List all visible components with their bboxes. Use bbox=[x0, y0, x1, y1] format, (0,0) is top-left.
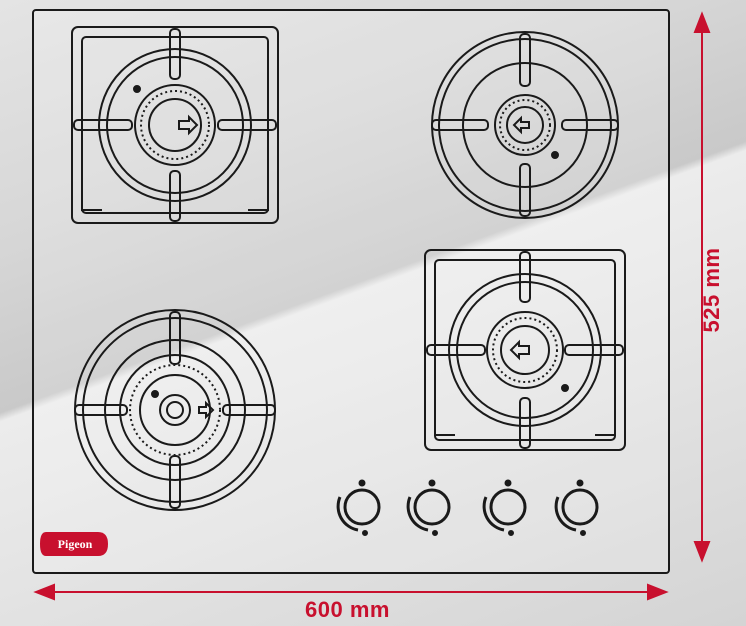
burner-cap-inner bbox=[159, 394, 191, 426]
support-top bbox=[169, 311, 181, 365]
height-dimension-arrow bbox=[693, 11, 711, 563]
burner-cap-outer bbox=[494, 94, 556, 156]
support-left bbox=[74, 404, 128, 416]
arrow-icon bbox=[198, 400, 215, 420]
support-right bbox=[217, 119, 277, 131]
control-knob-3[interactable] bbox=[482, 479, 527, 536]
burner-ring-outer bbox=[98, 48, 252, 202]
ignition-dot bbox=[133, 85, 141, 93]
arrow-icon bbox=[178, 114, 199, 136]
grate-inner bbox=[82, 317, 268, 503]
grate-foot-right bbox=[595, 405, 616, 436]
arrow-icon bbox=[509, 339, 530, 361]
burner-cap-dots bbox=[140, 90, 210, 160]
grate-outer bbox=[424, 249, 626, 451]
grate-inner bbox=[81, 36, 269, 214]
support-bottom bbox=[519, 397, 531, 449]
control-knob-4[interactable] bbox=[554, 479, 599, 536]
grate-outer bbox=[71, 26, 279, 224]
grate-inner bbox=[438, 38, 612, 212]
burner-ring-mid bbox=[106, 56, 244, 194]
support-top bbox=[519, 33, 531, 87]
grate-foot-left bbox=[434, 405, 455, 436]
ignition-dot bbox=[551, 151, 559, 159]
grate-inner bbox=[434, 259, 616, 441]
burner-cap-dots bbox=[492, 317, 558, 383]
burner-top-left bbox=[71, 26, 279, 224]
burner-cap-outer bbox=[139, 374, 211, 446]
burner-ring-outer bbox=[104, 339, 246, 481]
ignition-dot bbox=[151, 390, 159, 398]
support-bottom bbox=[169, 455, 181, 509]
support-left bbox=[73, 119, 133, 131]
burner-cap-outer bbox=[486, 311, 564, 389]
support-bottom bbox=[519, 163, 531, 217]
support-right bbox=[561, 119, 619, 131]
support-left bbox=[431, 119, 489, 131]
brand-logo-badge bbox=[40, 532, 108, 556]
arrow-icon bbox=[512, 115, 530, 135]
burner-cap-inner bbox=[500, 325, 550, 375]
control-knob-1[interactable] bbox=[336, 479, 381, 536]
burner-bottom-right bbox=[424, 249, 626, 451]
burner-cap-inner bbox=[148, 98, 202, 152]
burner-bottom-left bbox=[74, 309, 276, 511]
ignition-dot bbox=[561, 384, 569, 392]
support-top bbox=[519, 251, 531, 303]
width-dimension-label: 600 mm bbox=[305, 597, 390, 622]
brand-logo-text: Pigeon bbox=[57, 537, 93, 551]
support-bottom bbox=[169, 170, 181, 222]
support-top bbox=[169, 28, 181, 80]
support-right bbox=[222, 404, 276, 416]
control-knob-2[interactable] bbox=[406, 479, 451, 536]
support-right bbox=[564, 344, 624, 356]
burner-cap-outer bbox=[134, 84, 216, 166]
burner-ring-mid bbox=[119, 354, 231, 466]
burner-ring-outer bbox=[448, 273, 602, 427]
burner-center bbox=[166, 401, 184, 419]
height-dimension-label: 525 mm bbox=[699, 247, 724, 333]
burner-cap-inner bbox=[506, 106, 544, 144]
width-dimension-arrow bbox=[33, 583, 669, 601]
support-left bbox=[426, 344, 486, 356]
grate-foot-left bbox=[81, 180, 102, 211]
burner-ring-mid bbox=[456, 281, 594, 419]
burner-cap-dots bbox=[499, 99, 551, 151]
grate-foot-right bbox=[248, 180, 269, 211]
knob-row bbox=[336, 479, 599, 536]
burner-top-right bbox=[431, 31, 619, 219]
burner-ring bbox=[462, 62, 588, 188]
